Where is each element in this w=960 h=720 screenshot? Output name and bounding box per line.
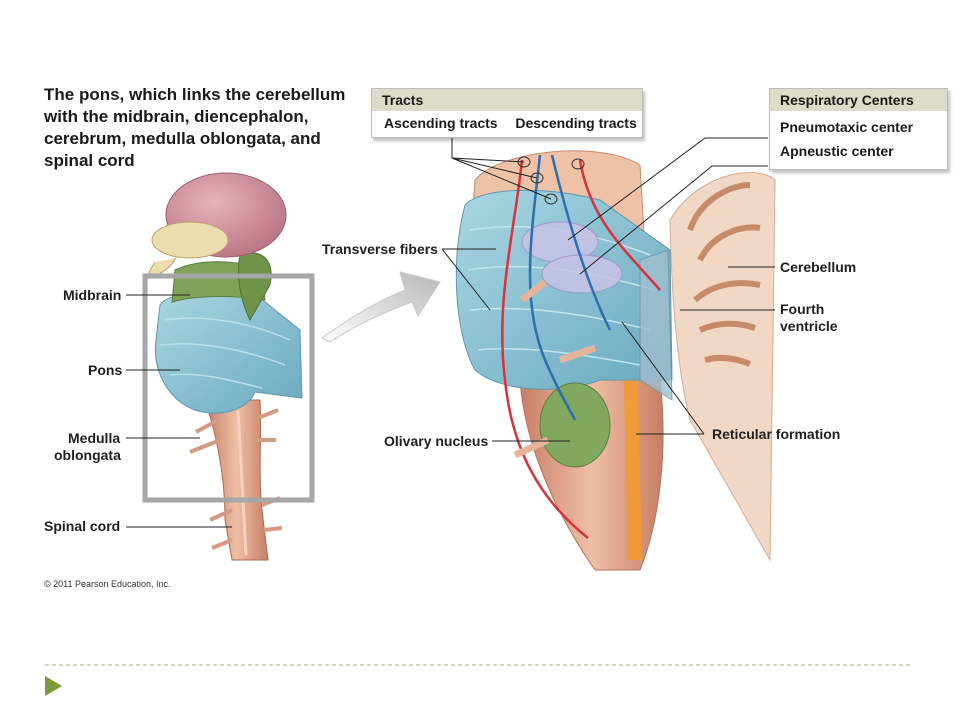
pneumotaxic-center-label: Pneumotaxic center (780, 119, 914, 135)
label-reticular-formation: Reticular formation (712, 426, 841, 442)
leader-lines (126, 137, 775, 528)
apneustic-center-label: Apneustic center (780, 143, 894, 159)
right-enlarged-section (455, 150, 776, 571)
label-midbrain: Midbrain (63, 287, 122, 303)
descending-tracts-label: Descending tracts (515, 115, 637, 131)
label-fourth-ventricle-line2: ventricle (780, 318, 838, 334)
label-cerebellum: Cerebellum (780, 259, 857, 275)
figure-title: The pons, which links the cerebellum wit… (44, 85, 346, 170)
ascending-tracts-label: Ascending tracts (384, 115, 498, 131)
tracts-legend-heading: Tracts (372, 89, 642, 111)
copyright-notice: © 2011 Pearson Education, Inc. (44, 579, 171, 589)
label-medulla-line1: Medulla (68, 430, 121, 446)
slide-bullet-icon (45, 676, 62, 696)
label-spinal-cord: Spinal cord (44, 518, 121, 534)
tracts-legend: Tracts Ascending tracts Descending tract… (371, 88, 643, 138)
label-pons: Pons (88, 362, 123, 378)
left-brainstem (142, 172, 315, 561)
label-medulla-line2: oblongata (54, 447, 121, 463)
label-fourth-ventricle-line1: Fourth (780, 301, 825, 317)
label-transverse-fibers: Transverse fibers (322, 241, 438, 257)
respiratory-centers-legend: Respiratory Centers Pneumotaxic center A… (769, 88, 948, 170)
label-olivary-nucleus: Olivary nucleus (384, 433, 489, 449)
zoom-arrow (321, 271, 441, 343)
respiratory-legend-heading: Respiratory Centers (770, 89, 947, 111)
